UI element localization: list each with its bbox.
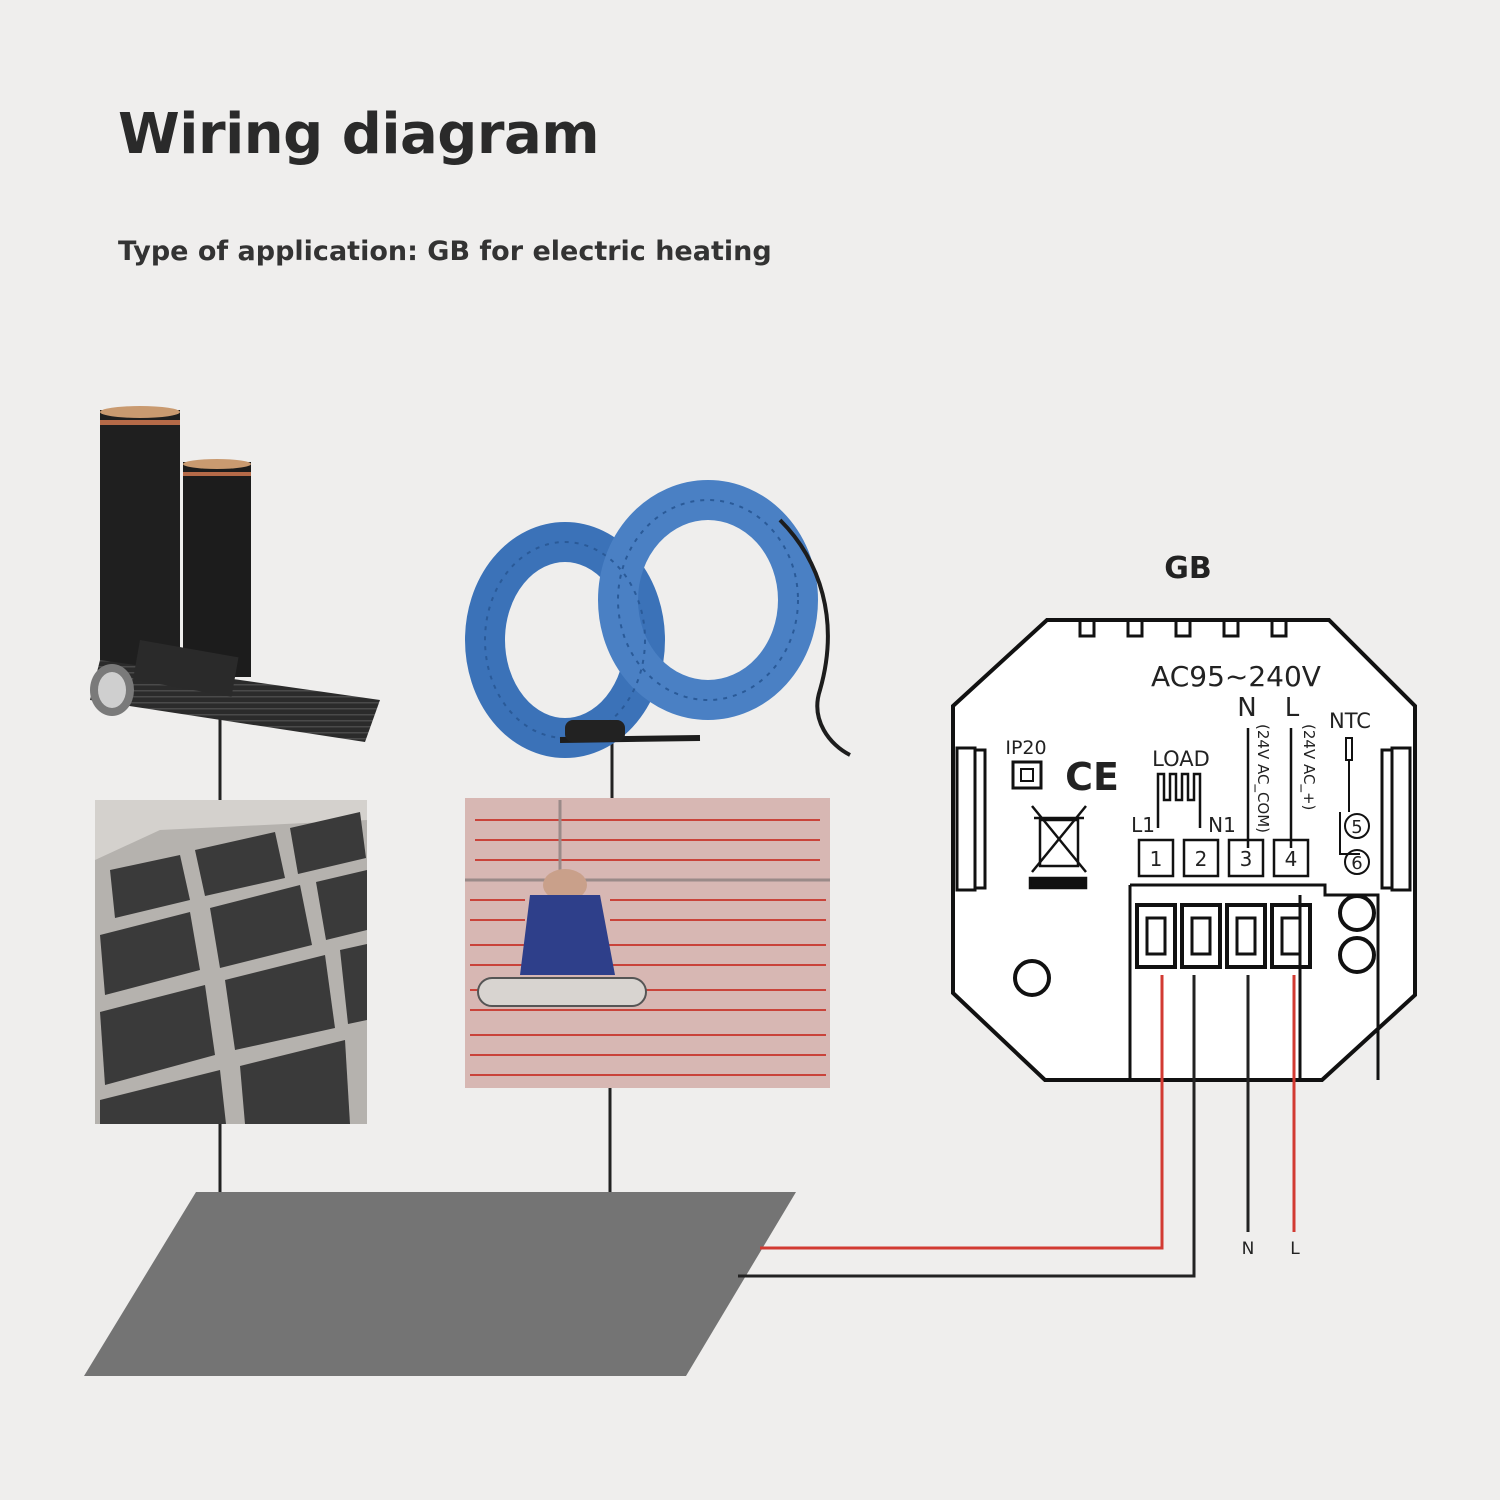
terminal-numbers: [1137, 838, 1310, 878]
l1-label: L1: [1131, 813, 1155, 837]
l-terminal-label: L: [1285, 693, 1300, 723]
thermostat-model-label: GB: [1164, 551, 1212, 586]
voltage-label: AC95~240V: [1151, 660, 1321, 693]
n1-label: N1: [1208, 813, 1236, 837]
page-title: Wiring diagram: [118, 102, 600, 167]
supply-l-label: L: [1290, 1239, 1300, 1259]
film-floor-image: [95, 800, 367, 1124]
load-symbol: [1156, 772, 1202, 828]
wiring: [738, 975, 1296, 1278]
ip-rating-label: IP20: [1005, 737, 1046, 759]
ntc-sensor-icon: [1339, 737, 1370, 875]
terminal-3-label: 3: [1240, 847, 1253, 871]
terminal-1-label: 1: [1150, 847, 1163, 871]
line-wire-to-floor: [760, 975, 1164, 1250]
cable-floor-image: [465, 798, 830, 1088]
side-clips: [955, 746, 1412, 892]
heating-cable-coils-image: [465, 480, 851, 758]
thermostat-gb: GB AC95~240V N L NTC (24V AC_COM) (24V A…: [951, 551, 1417, 1082]
terminal-6-label: 6: [1351, 853, 1362, 874]
ntc-label: NTC: [1329, 709, 1371, 733]
supply-n-label: N: [1242, 1239, 1255, 1259]
terminal-2-label: 2: [1195, 847, 1208, 871]
page-subtitle: Type of application: GB for electric hea…: [118, 236, 772, 267]
heating-film-rolls-image: [90, 406, 380, 742]
ce-mark: CE: [1065, 755, 1119, 799]
terminal-5-label: 5: [1351, 817, 1362, 838]
recycle-bin-icon: [1028, 805, 1088, 890]
double-insulation-icon: [1011, 760, 1043, 790]
load-label: LOAD: [1152, 747, 1210, 771]
n-terminal-label: N: [1237, 693, 1256, 723]
neutral-wire-to-floor: [738, 975, 1196, 1278]
top-tabs: [1078, 622, 1288, 638]
heated-floor-plane: [84, 1192, 796, 1376]
terminal-block: [1013, 894, 1376, 997]
terminal-4-label: 4: [1285, 847, 1298, 871]
n-sub-label: (24V AC_COM): [1253, 724, 1272, 833]
l-sub-label: (24V AC_+): [1299, 724, 1318, 810]
